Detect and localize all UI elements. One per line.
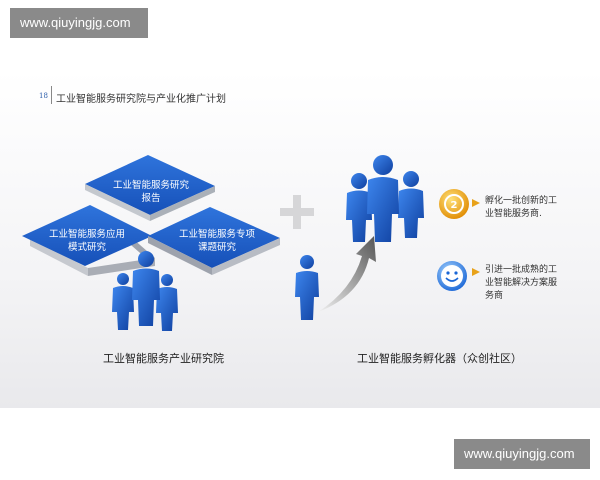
tile-label-right-line1: 工业智能服务专项 xyxy=(178,229,255,240)
medal-icon: 2 xyxy=(439,189,469,219)
growth-arrow xyxy=(318,236,376,312)
tile-right xyxy=(148,207,280,268)
introduce-description: 引进一批成熟的工 业智能解决方案服 务商 xyxy=(485,264,590,303)
tile-label-top-line2: 报告 xyxy=(141,193,161,204)
introduce-line1: 引进一批成熟的工 xyxy=(485,265,558,275)
team-figures-right xyxy=(346,155,424,242)
arrow-marker-2 xyxy=(472,268,480,276)
incubate-line2: 业智能服务商. xyxy=(485,209,542,219)
watermark-top: www.qiuyingjg.com xyxy=(10,8,148,38)
team-figures-left xyxy=(112,251,178,331)
tile-label-left-line2: 模式研究 xyxy=(67,242,106,253)
svg-text:2: 2 xyxy=(451,200,458,211)
introduce-line3: 务商 xyxy=(485,291,504,301)
arrow-marker-1 xyxy=(472,199,480,207)
tile-label-top: 工业智能服务研究 报告 xyxy=(106,179,196,205)
tile-label-top-line1: 工业智能服务研究 xyxy=(112,180,189,191)
tile-label-left-line1: 工业智能服务应用 xyxy=(48,229,125,240)
page-title: 工业智能服务研究院与产业化推广计划 xyxy=(56,94,226,105)
caption-incubator: 工业智能服务孵化器（众创社区） xyxy=(357,352,522,365)
watermark-bottom: www.qiuyingjg.com xyxy=(454,439,590,469)
tile-left xyxy=(22,205,152,266)
page-number: 18 xyxy=(39,92,48,100)
tile-label-right: 工业智能服务专项 课题研究 xyxy=(172,228,262,254)
tile-label-right-line2: 课题研究 xyxy=(197,242,236,253)
person-figure-single xyxy=(295,255,319,320)
incubate-description: 孵化一批创新的工 业智能服务商. xyxy=(485,195,590,221)
tile-label-left: 工业智能服务应用 模式研究 xyxy=(42,228,132,254)
smiley-icon xyxy=(437,261,467,291)
tile-top xyxy=(85,155,215,215)
introduce-line2: 业智能解决方案服 xyxy=(485,278,558,288)
plus-icon xyxy=(280,195,314,229)
caption-research-institute: 工业智能服务产业研究院 xyxy=(103,352,224,365)
header-divider xyxy=(51,86,52,104)
incubate-line1: 孵化一批创新的工 xyxy=(485,196,558,206)
